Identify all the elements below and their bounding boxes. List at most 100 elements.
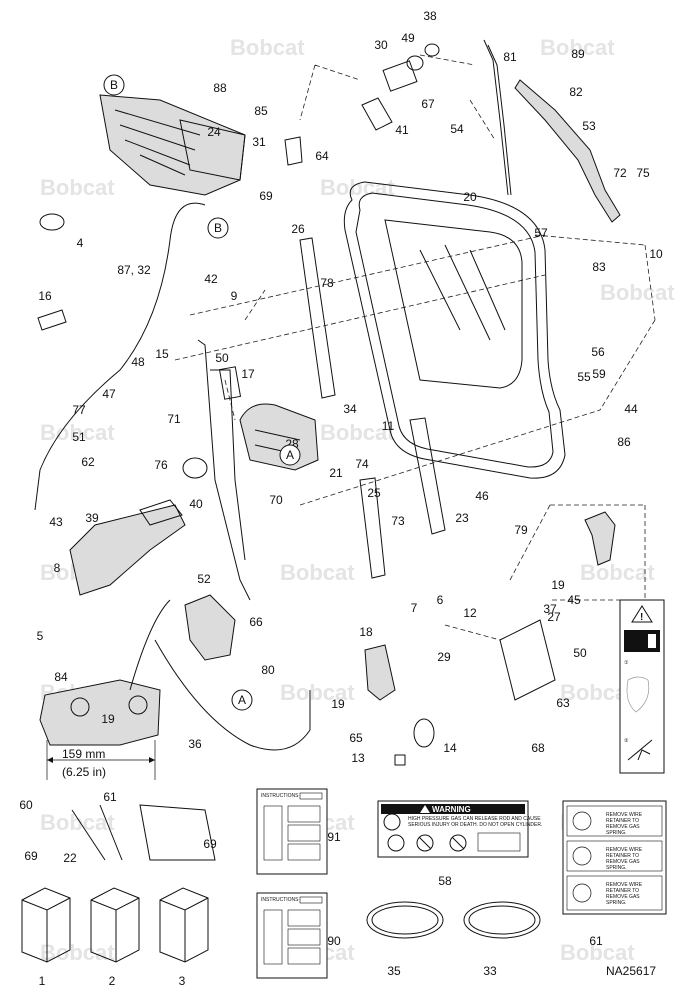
- callout-label: 18: [359, 625, 373, 639]
- callout-label: 61: [589, 934, 603, 948]
- callout-label: 77: [72, 403, 86, 417]
- callout-label: 7: [411, 601, 418, 615]
- callout-label: 69: [24, 849, 38, 863]
- marker-a: A: [231, 689, 253, 711]
- callout-label: 49: [401, 31, 415, 45]
- dimension-metric: 159 mm: [62, 747, 105, 761]
- callout-label: 37: [543, 602, 557, 616]
- callout-label: 61: [103, 790, 117, 804]
- callout-label: 81: [503, 50, 517, 64]
- wiper-motor: [239, 403, 319, 471]
- callout-label: 84: [54, 670, 68, 684]
- callout-label: 73: [391, 514, 405, 528]
- seal-coils: [366, 901, 541, 939]
- marker-b: B: [207, 217, 229, 239]
- callout-label: 71: [167, 412, 181, 426]
- box-2: [90, 887, 140, 963]
- callout-label: 63: [556, 696, 570, 710]
- instructions-sheet-91: INSTRUCTIONS: [256, 788, 328, 875]
- callout-label: 69: [259, 189, 273, 203]
- callout-label: 46: [475, 489, 489, 503]
- callout-label: 15: [155, 347, 169, 361]
- callout-label: 2: [109, 974, 116, 988]
- callout-label: 36: [188, 737, 202, 751]
- callout-label: 21: [329, 466, 343, 480]
- marker-label: A: [286, 448, 294, 462]
- callout-label: 19: [331, 697, 345, 711]
- decal-line: SPRING.: [606, 830, 627, 836]
- callout-label: 44: [624, 402, 638, 416]
- callout-label: 75: [636, 166, 650, 180]
- actuator-assembly: [154, 594, 311, 751]
- decal-line: RETAINER TO: [606, 853, 639, 859]
- gas-spring-row-2: REMOVE WIRE RETAINER TO REMOVE GAS SPRIN…: [566, 840, 663, 872]
- decal-line: REMOVE WIRE: [606, 847, 643, 853]
- callout-label: 50: [215, 351, 229, 365]
- callout-label: 56: [591, 345, 605, 359]
- callout-label: 68: [531, 741, 545, 755]
- decal-line: REMOVE GAS: [606, 894, 640, 900]
- hinge-plates: [299, 237, 446, 579]
- callout-label: 51: [72, 430, 86, 444]
- callout-label: 88: [213, 81, 227, 95]
- callout-label: 50: [573, 646, 587, 660]
- wiper-assembly: [483, 39, 621, 223]
- gas-spring-row-1: REMOVE WIRE RETAINER TO REMOVE GAS SPRIN…: [566, 805, 663, 837]
- callout-label: 20: [463, 190, 477, 204]
- warning-line-2: SERIOUS INJURY OR DEATH. DO NOT OPEN CYL…: [408, 822, 542, 828]
- callout-label: 10: [649, 247, 663, 261]
- callout-label: 79: [514, 523, 528, 537]
- callout-label: 83: [592, 260, 606, 274]
- watermark-text: Bobcat: [40, 810, 115, 835]
- door-frame: [343, 181, 566, 479]
- callout-label: 19: [551, 578, 565, 592]
- callout-label: 35: [387, 964, 401, 978]
- seal-strip: [499, 619, 556, 701]
- decal-line: SPRING.: [606, 865, 627, 871]
- callout-label: 60: [19, 798, 33, 812]
- callout-label: 76: [154, 458, 168, 472]
- marker-b: B: [103, 74, 125, 96]
- marker-label: B: [110, 78, 118, 92]
- watermark-text: Bobcat: [580, 560, 655, 585]
- callout-label: 58: [438, 874, 452, 888]
- callout-label: 48: [131, 355, 145, 369]
- dimension-imperial: (6.25 in): [62, 765, 106, 779]
- watermark-text: Bobcat: [540, 35, 615, 60]
- callout-label: 87, 32: [117, 263, 151, 277]
- latch-cylinder: [69, 499, 186, 596]
- callout-label: 39: [85, 511, 99, 525]
- decal-line: RETAINER TO: [606, 818, 639, 824]
- small-hardware: [37, 43, 440, 861]
- svg-text:!: !: [640, 612, 643, 623]
- callout-label: 74: [355, 457, 369, 471]
- callout-label: 41: [395, 123, 409, 137]
- warning-heading: WARNING: [432, 805, 471, 814]
- callout-label: 22: [63, 851, 77, 865]
- watermark-text: Bobcat: [320, 175, 395, 200]
- reference-markers: B B A A: [103, 74, 301, 711]
- leader-lines: [174, 54, 656, 641]
- upper-brackets: [284, 60, 418, 166]
- decal-line: REMOVE WIRE: [606, 812, 643, 818]
- instructions-90-title: INSTRUCTIONS: [261, 897, 299, 903]
- instructions-sheet-90: INSTRUCTIONS: [256, 892, 328, 979]
- watermark-text: Bobcat: [280, 560, 355, 585]
- callout-label: 55: [577, 370, 591, 384]
- callout-label: 31: [252, 135, 266, 149]
- door-latch: [364, 644, 396, 701]
- callout-label: 5: [37, 629, 44, 643]
- watermark-text: Bobcat: [40, 175, 115, 200]
- watermark-text: Bobcat: [280, 680, 355, 705]
- marker-a: A: [279, 444, 301, 466]
- callout-label: 1: [39, 974, 46, 988]
- callout-label: 66: [249, 615, 263, 629]
- callout-label: 12: [463, 606, 477, 620]
- callout-label: 42: [204, 272, 218, 286]
- decal-line: REMOVE GAS: [606, 859, 640, 865]
- latch-rods: [197, 339, 251, 601]
- callout-label: 43: [49, 515, 63, 529]
- callout-label: 85: [254, 104, 268, 118]
